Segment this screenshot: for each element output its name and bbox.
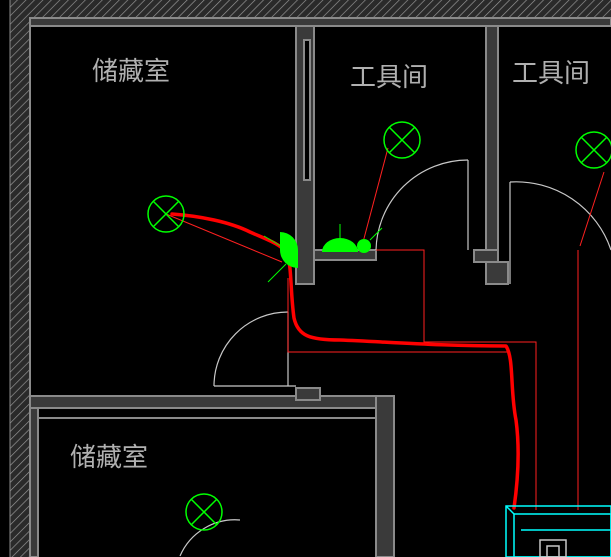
ceiling-light-icon: [575, 131, 611, 169]
leader-lines: [165, 147, 605, 510]
exterior-wall-hatch: [9, 0, 611, 557]
ceiling-light-icon: [147, 195, 185, 233]
room-label-storage-2: 储藏室: [70, 443, 148, 473]
room-label-storage-1: 储藏室: [92, 57, 170, 87]
hand-drawn-route: [170, 212, 520, 510]
switch-icon: [322, 224, 383, 253]
room-label-tool-room-1: 工具间: [350, 63, 428, 93]
ceiling-light-icon: [383, 121, 421, 159]
room-label-tool-room-2: 工具间: [512, 59, 590, 89]
stair-fixture: [505, 505, 611, 557]
wall-lamp-icon: [263, 232, 298, 283]
ceiling-light-icon: [185, 493, 223, 531]
interior-walls: [29, 17, 611, 557]
